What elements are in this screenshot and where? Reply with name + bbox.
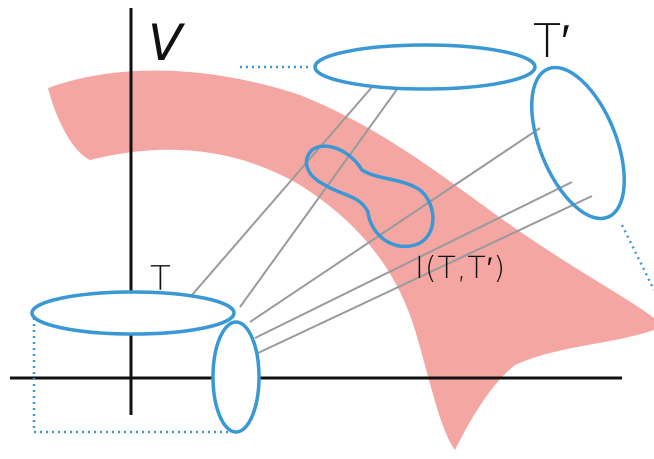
intersection-blob <box>304 144 435 249</box>
connector-line <box>249 127 541 323</box>
connector-line <box>254 181 573 339</box>
pink-region <box>48 70 654 451</box>
ellipse-t-vertical <box>211 320 261 434</box>
set-label-t: T <box>150 259 171 299</box>
ellipse-t-prime-tilted <box>529 65 627 221</box>
ellipse-t-prime-horizontal <box>313 43 537 91</box>
ellipse-t-horizontal <box>30 290 236 336</box>
dotted-projection-right <box>620 224 654 291</box>
connector-lines <box>191 86 593 354</box>
intersection-label: I(T,T′) <box>415 251 507 286</box>
connector-line <box>191 86 373 296</box>
connector-line <box>257 195 593 354</box>
connector-line <box>239 87 399 308</box>
dotted-projection-bottom <box>32 318 232 434</box>
set-label-t-prime: T′ <box>533 14 570 68</box>
space-label-v: V <box>148 14 183 72</box>
